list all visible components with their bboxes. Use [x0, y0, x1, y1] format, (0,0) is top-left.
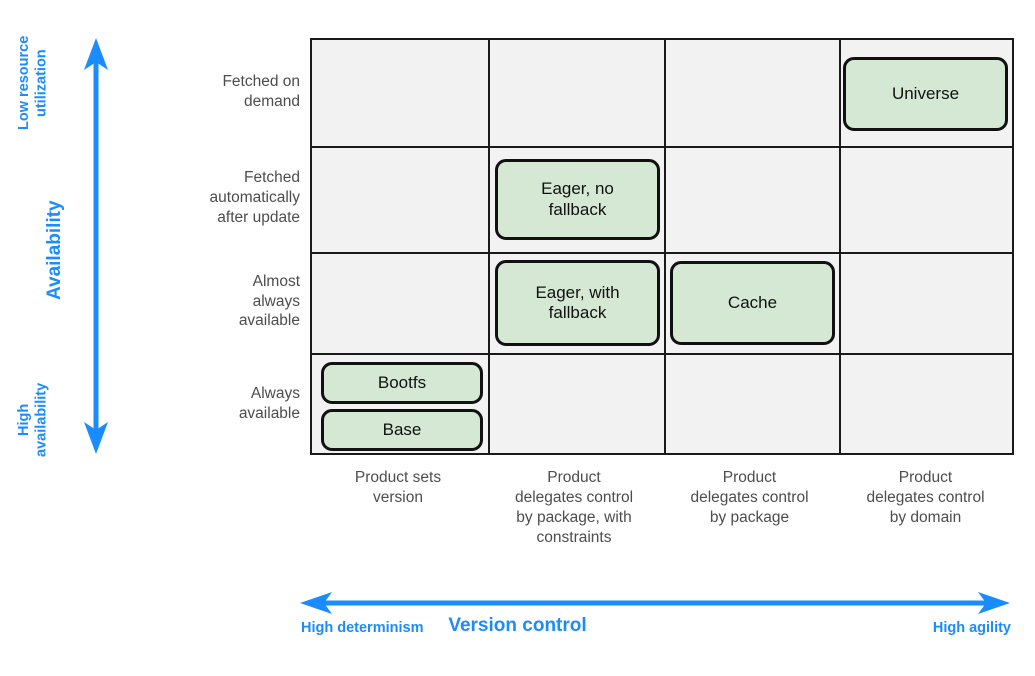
- x-axis-left-label: High determinism: [301, 620, 424, 636]
- grid-row-divider: [312, 353, 1012, 355]
- matrix-grid: Universe Eager, no fallback Eager, with …: [310, 38, 1014, 455]
- x-axis-right-label: High agility: [932, 620, 1011, 636]
- y-axis-top-label: Low resource utilization: [16, 35, 50, 131]
- grid-row-divider: [312, 146, 1012, 148]
- node-universe[interactable]: Universe: [843, 57, 1008, 131]
- column-label-1: Product delegates control by package, wi…: [514, 469, 634, 547]
- column-labels-group: Product sets version Product delegates c…: [310, 468, 1014, 568]
- node-cache[interactable]: Cache: [670, 261, 835, 345]
- node-bootfs[interactable]: Bootfs: [321, 362, 483, 404]
- node-eager-no-fallback[interactable]: Eager, no fallback: [495, 159, 660, 240]
- grid-column-divider: [488, 40, 490, 453]
- version-control-axis-group: High determinism Version control High ag…: [0, 580, 1035, 650]
- node-eager-with-fallback[interactable]: Eager, with fallback: [495, 260, 660, 346]
- availability-axis-group: Low resource utilization Availability Hi…: [0, 0, 310, 460]
- row-label-3: Always available: [238, 384, 300, 422]
- column-label-3: Product delegates control by domain: [866, 469, 985, 527]
- y-axis-bottom-label: High availability: [16, 382, 50, 458]
- column-label-0: Product sets version: [354, 469, 442, 507]
- node-base[interactable]: Base: [321, 409, 483, 451]
- x-axis-title: Version control: [448, 615, 587, 636]
- grid-row-divider: [312, 252, 1012, 254]
- double-headed-vertical-arrow-icon: [84, 38, 108, 454]
- double-headed-horizontal-arrow-icon: [300, 592, 1010, 614]
- row-label-0: Fetched on demand: [222, 72, 300, 110]
- y-axis-title: Availability: [44, 200, 65, 300]
- grid-column-divider: [839, 40, 841, 453]
- column-label-2: Product delegates control by package: [690, 469, 809, 527]
- row-labels-group: Fetched on demand Fetched automatically …: [110, 38, 300, 455]
- row-label-1: Fetched automatically after update: [209, 169, 300, 226]
- grid-column-divider: [664, 40, 666, 453]
- row-label-2: Almost always available: [238, 272, 300, 330]
